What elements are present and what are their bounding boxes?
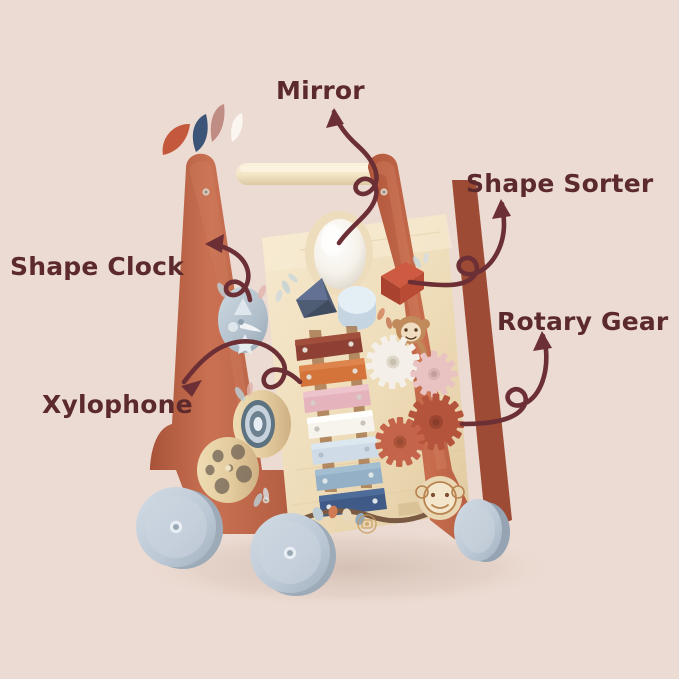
arrow-shape-sorter (407, 199, 511, 288)
xylophone-bar-2 (299, 358, 367, 387)
feather-navy-icon (192, 114, 208, 152)
top-feather-tuft (162, 104, 243, 155)
callout-label-rotary-gear: Rotary Gear (497, 307, 669, 336)
callout-label-shape-clock: Shape Clock (10, 252, 184, 281)
clock-cutout-star (234, 334, 256, 355)
feather-white-icon (231, 113, 243, 142)
callout-label-shape-sorter: Shape Sorter (466, 169, 654, 198)
gear-cluster (366, 335, 465, 468)
red-cube-block (381, 262, 424, 305)
spinner-disc-holes (197, 437, 269, 507)
cylinder-block (338, 286, 376, 330)
xylophone-bar-6 (315, 462, 383, 491)
arrow-xylophone (181, 339, 303, 397)
gear-terracotta-2 (375, 417, 425, 468)
shape-sorter-blocks (275, 252, 429, 330)
mirror-assembly (305, 211, 373, 295)
arrow-shape-clock (205, 234, 253, 303)
panel-leaf-flecks (275, 252, 429, 329)
shape-clock (217, 282, 268, 355)
wheel-rear-right (454, 499, 510, 562)
brand-stamp (357, 514, 377, 534)
clock-cutout-circle (228, 322, 238, 332)
wheel-rear-left (250, 513, 336, 596)
xylophone-bar-3 (303, 384, 371, 413)
xylophone-bars (295, 326, 387, 517)
arrow-mirror (326, 108, 379, 246)
clock-cutout-triangle (234, 298, 252, 315)
spinner-disc-rings (233, 382, 291, 458)
callout-arrows (181, 108, 552, 427)
feather-terracotta-icon (162, 123, 190, 155)
frame-rear-post (452, 180, 512, 530)
clock-pointer (240, 322, 262, 332)
triangle-block (296, 278, 337, 318)
xylophone-bar-4 (307, 410, 375, 439)
callout-label-xylophone: Xylophone (42, 390, 193, 419)
handle-bar (236, 163, 384, 185)
xylophone-bar-5 (311, 436, 379, 465)
xylophone-bar-1 (295, 332, 363, 361)
arrow-rotary-gear (459, 331, 552, 427)
callout-label-mirror: Mirror (276, 76, 365, 105)
ground-shadow (138, 528, 558, 608)
gear-white (366, 335, 420, 390)
feather-rose-icon (210, 104, 225, 142)
monkey-face-bead (415, 476, 465, 520)
gear-pink (410, 350, 458, 398)
wheel-front-left (136, 487, 223, 569)
